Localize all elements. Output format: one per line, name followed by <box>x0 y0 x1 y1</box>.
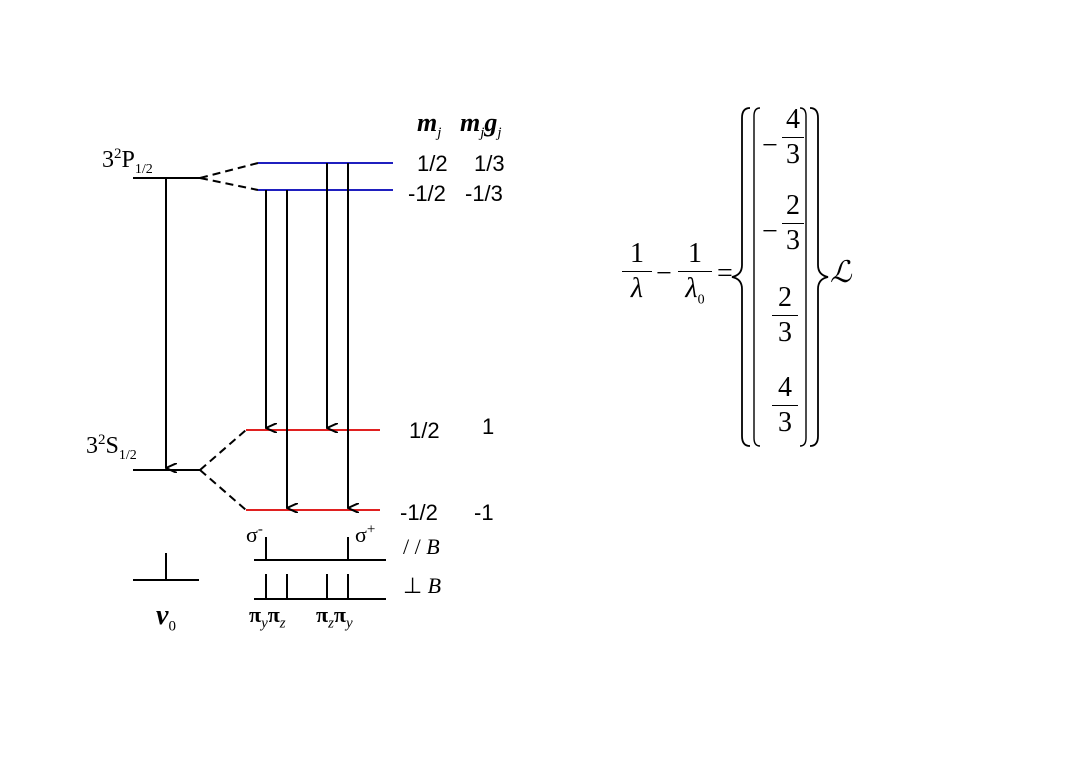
entry-0-sign: − <box>762 130 778 161</box>
pi-labels: πyπz <box>249 602 286 632</box>
level-3p-label: 32P1/2 <box>102 146 153 177</box>
parallel-b-label: / / B <box>403 534 440 559</box>
sigma-plus-label: σ+ <box>355 521 376 547</box>
upper-mjgj-1: -1/3 <box>465 181 503 206</box>
upper-mj-1: -1/2 <box>408 181 446 206</box>
lower-mjgj-0: 1 <box>482 414 495 439</box>
level-3s-label: 32S1/2 <box>86 432 137 463</box>
split-dash-p-down <box>199 177 259 191</box>
matrix-left-bracket <box>753 107 761 447</box>
left-brace <box>731 107 751 447</box>
nu0-label: ν0 <box>156 600 176 635</box>
eq-equals: = <box>717 258 733 289</box>
perp-b-label: ⊥ B <box>403 573 442 598</box>
header-mj: mj <box>417 108 442 142</box>
upper-mjgj-0: 1/3 <box>474 151 505 176</box>
split-dash-s-down <box>199 469 247 511</box>
upper-mj-0: 1/2 <box>417 151 448 176</box>
right-brace <box>809 107 829 447</box>
lower-mj-1: -1/2 <box>400 500 438 525</box>
split-dash-p-up <box>199 162 259 179</box>
header-mjgj: mjgj <box>460 108 502 142</box>
split-dash-s-up <box>199 429 247 471</box>
sigma-minus-label: σ- <box>246 521 263 547</box>
eq-factor-L: ℒ <box>830 256 852 289</box>
lower-mjgj-1: -1 <box>474 500 494 525</box>
matrix-right-bracket <box>799 107 807 447</box>
entry-1-sign: − <box>762 216 778 247</box>
lower-mj-0: 1/2 <box>409 418 440 443</box>
eq-minus: − <box>656 258 672 289</box>
pi-labels-right: πzπy <box>316 602 353 632</box>
